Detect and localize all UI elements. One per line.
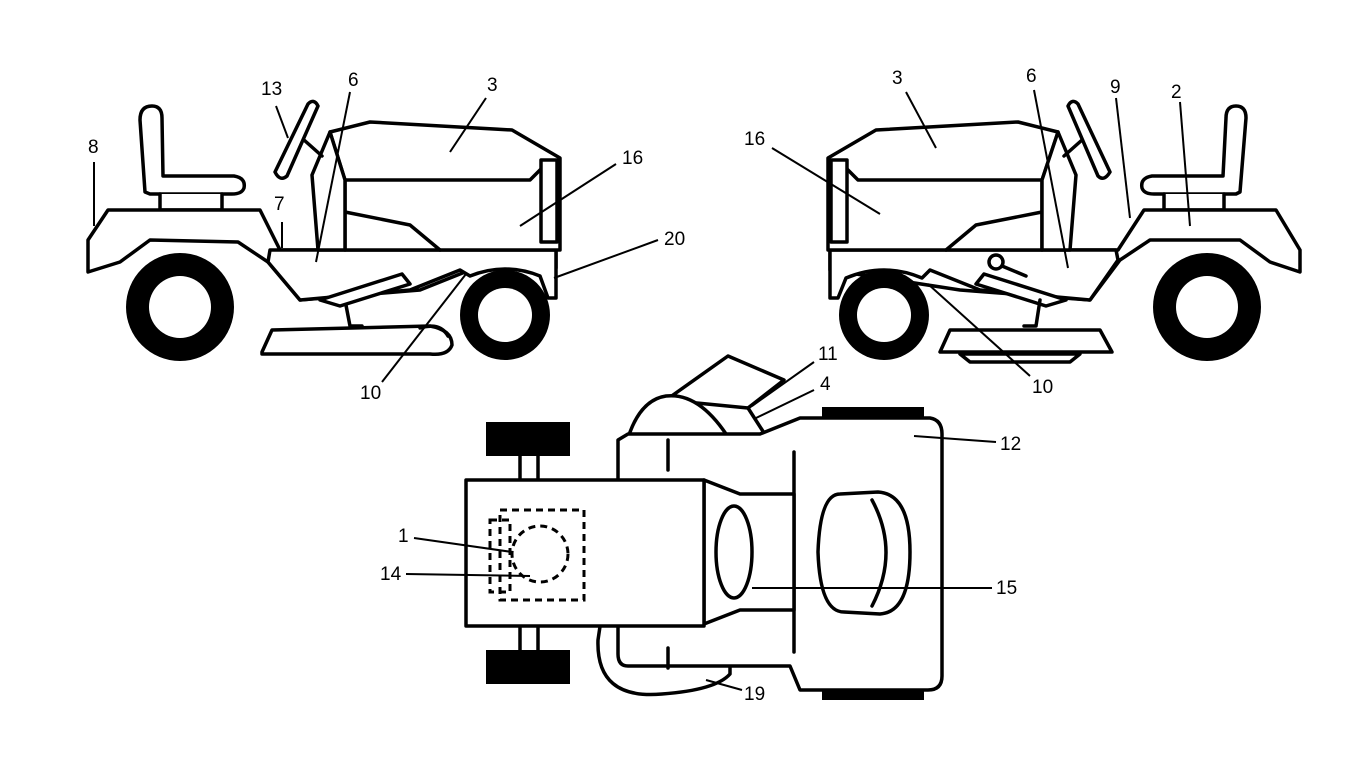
callout-16-right: 16: [744, 129, 765, 150]
seat-right: [1139, 104, 1248, 212]
callout-13: 13: [261, 79, 282, 100]
hood-left: [328, 120, 562, 252]
engine-area-dashed: [498, 508, 586, 602]
callout-2: 2: [1171, 82, 1182, 103]
callout-8: 8: [88, 137, 99, 158]
callout-9: 9: [1110, 77, 1121, 98]
tractor-left-side-view: [86, 99, 562, 361]
callout-10-right: 10: [1032, 377, 1053, 398]
callout-4: 4: [820, 374, 831, 395]
hood-right: [826, 120, 1060, 252]
callout-10-left: 10: [360, 383, 381, 404]
callout-11: 11: [818, 344, 838, 365]
callout-7: 7: [274, 194, 285, 215]
callout-12: 12: [1000, 434, 1021, 455]
callout-6-right: 6: [1026, 66, 1037, 87]
callout-3-left: 3: [487, 75, 498, 96]
callout-19: 19: [744, 684, 765, 705]
front-left-wheel-top: [486, 422, 570, 456]
mower-deck-right: [938, 328, 1114, 354]
callout-14: 14: [380, 564, 402, 585]
seat-left: [138, 104, 247, 212]
callout-1: 1: [398, 526, 409, 547]
callout-labels: 13 6 3 8 16 7 20 10 3 6 9 2 16 10 11 4 1…: [88, 66, 1182, 705]
fuel-cap-dashed: [510, 524, 570, 584]
callout-6-left: 6: [348, 70, 359, 91]
tractor-top-view: [464, 354, 944, 700]
steering-wheel-right: [1066, 99, 1112, 180]
leader-lines: [93, 89, 1191, 691]
discharge-chute: [664, 354, 786, 410]
callout-20: 20: [664, 229, 685, 250]
front-right-wheel-top: [486, 650, 570, 684]
seat-top: [816, 490, 912, 616]
steering-wheel-top: [714, 504, 754, 600]
callout-16-left: 16: [622, 148, 643, 169]
tractor-right-side-view: [826, 99, 1302, 364]
callout-15: 15: [996, 578, 1017, 599]
steering-wheel-left: [273, 99, 320, 180]
callout-3-right: 3: [892, 68, 903, 89]
